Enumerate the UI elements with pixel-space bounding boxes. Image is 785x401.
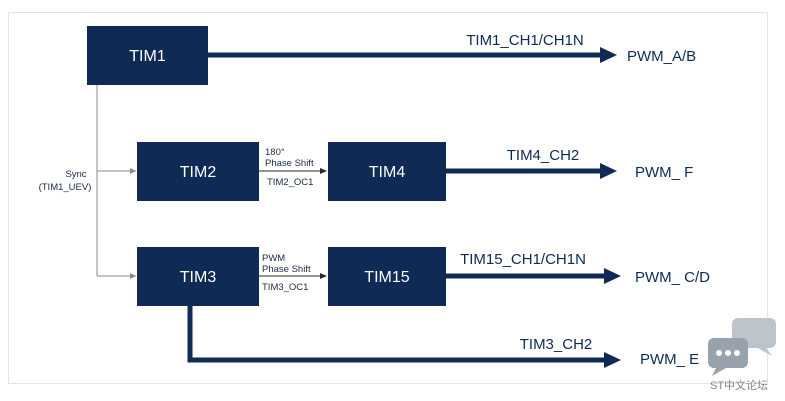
tim4-output-arrowhead — [600, 163, 617, 179]
tim15-label: TIM15 — [364, 269, 409, 286]
sync-to-tim2-arrowhead — [130, 168, 136, 174]
sync-label-line1: Sync — [65, 169, 86, 180]
tim4-label: TIM4 — [369, 164, 406, 181]
watermark-text: ST中文论坛 — [710, 378, 768, 392]
tim2-link-top-line2: Phase Shift — [265, 158, 314, 169]
sync-label-line2: (TIM1_UEV) — [39, 182, 92, 193]
tim3-output-arrowhead — [604, 352, 621, 368]
chat-bubble-icon — [708, 318, 776, 376]
tim15-output-arrowhead — [604, 268, 621, 284]
tim2-link-bottom: TIM2_OC1 — [267, 177, 313, 188]
tim3-to-tim15-arrowhead — [320, 273, 327, 279]
output-pwm-f: PWM_ F — [635, 164, 693, 181]
tim15-block: TIM15 — [328, 247, 446, 306]
tim1-label: TIM1 — [129, 48, 166, 65]
tim3-link-bottom: TIM3_OC1 — [262, 282, 308, 293]
sync-to-tim3-arrowhead — [130, 273, 136, 279]
tim4-block: TIM4 — [328, 142, 446, 201]
tim2-link-top-line1: 180° — [265, 147, 285, 158]
tim1-block: TIM1 — [87, 26, 208, 85]
tim2-label: TIM2 — [180, 164, 217, 181]
output-pwm-e: PWM_ E — [640, 351, 699, 368]
tim3-signal-label: TIM3_CH2 — [520, 336, 593, 353]
tim2-to-tim4-arrowhead — [320, 168, 327, 174]
output-pwm-ab: PWM_A/B — [627, 48, 696, 65]
tim3-link-top-line2: Phase Shift — [262, 264, 311, 275]
tim3-link-top-line1: PWM — [262, 253, 285, 264]
tim3-label: TIM3 — [180, 269, 217, 286]
tim15-signal-label: TIM15_CH1/CH1N — [460, 251, 586, 268]
output-pwm-cd: PWM_ C/D — [635, 269, 710, 286]
tim1-output-arrowhead — [600, 47, 617, 63]
tim2-block: TIM2 — [137, 142, 259, 201]
tim1-signal-label: TIM1_CH1/CH1N — [466, 32, 584, 49]
tim3-output-line — [187, 305, 606, 363]
diagram-frame — [8, 12, 768, 384]
tim4-signal-label: TIM4_CH2 — [507, 147, 580, 164]
tim3-block: TIM3 — [137, 247, 259, 306]
